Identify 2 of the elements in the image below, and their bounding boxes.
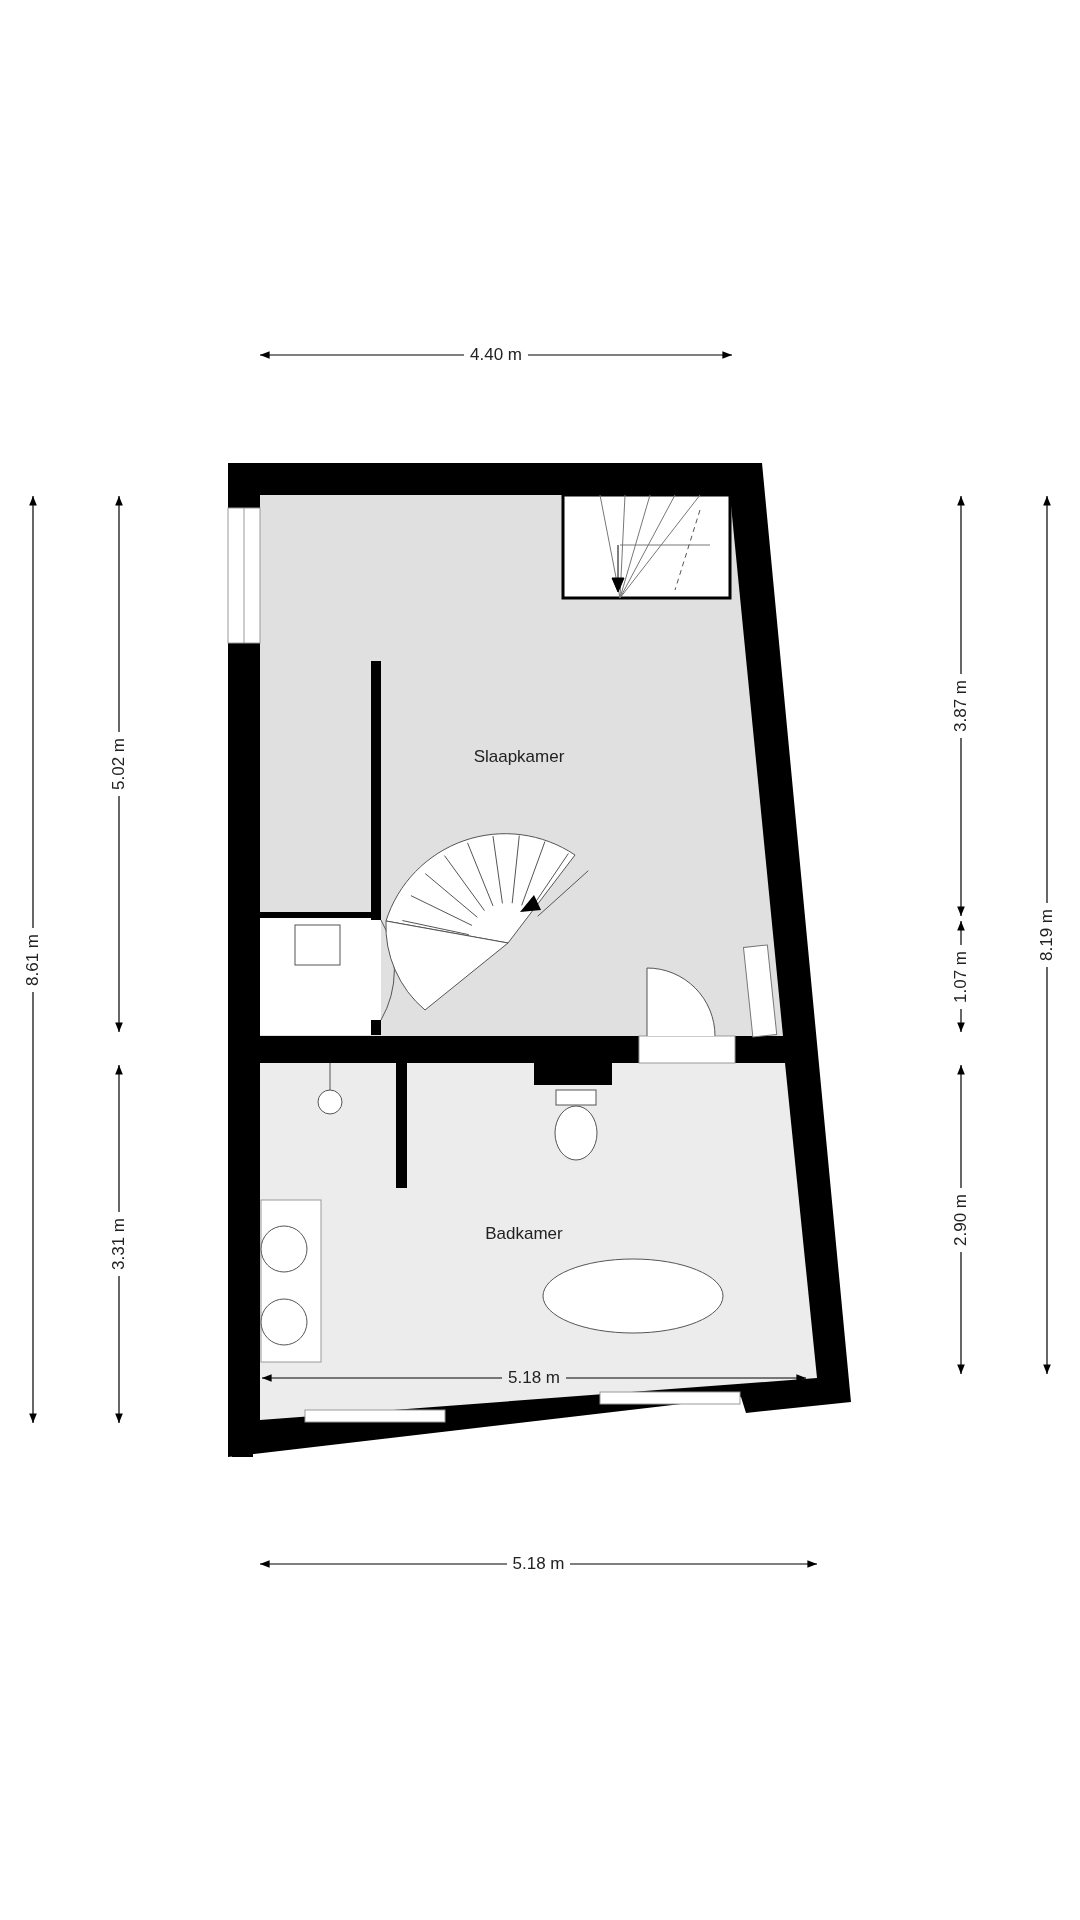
room-label: Badkamer [485, 1221, 563, 1247]
room-label: Slaapkamer [473, 744, 565, 770]
